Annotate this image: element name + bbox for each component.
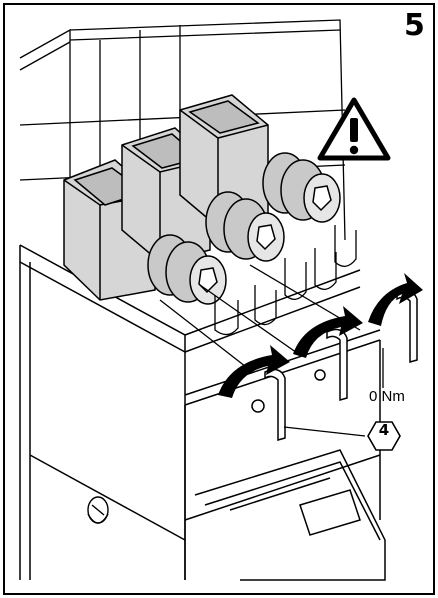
front-screw <box>87 496 109 524</box>
callout-number: 4 <box>378 421 390 439</box>
callout-hexagon <box>367 421 401 451</box>
torque-label: 0 Nm <box>369 388 405 405</box>
step-number: 5 <box>404 8 425 43</box>
torque-leader-line <box>283 348 384 437</box>
warning-triangle-icon <box>317 97 391 161</box>
clockwise-arrow-icon-3 <box>368 273 423 326</box>
insertion-posts <box>251 289 418 441</box>
terminal-knob-left <box>147 234 227 305</box>
clockwise-arrow-icon-1 <box>218 345 290 398</box>
terminal-knob-right <box>262 152 341 223</box>
clockwise-arrow-icon-2 <box>293 306 363 358</box>
terminal-knob-middle <box>205 191 285 262</box>
